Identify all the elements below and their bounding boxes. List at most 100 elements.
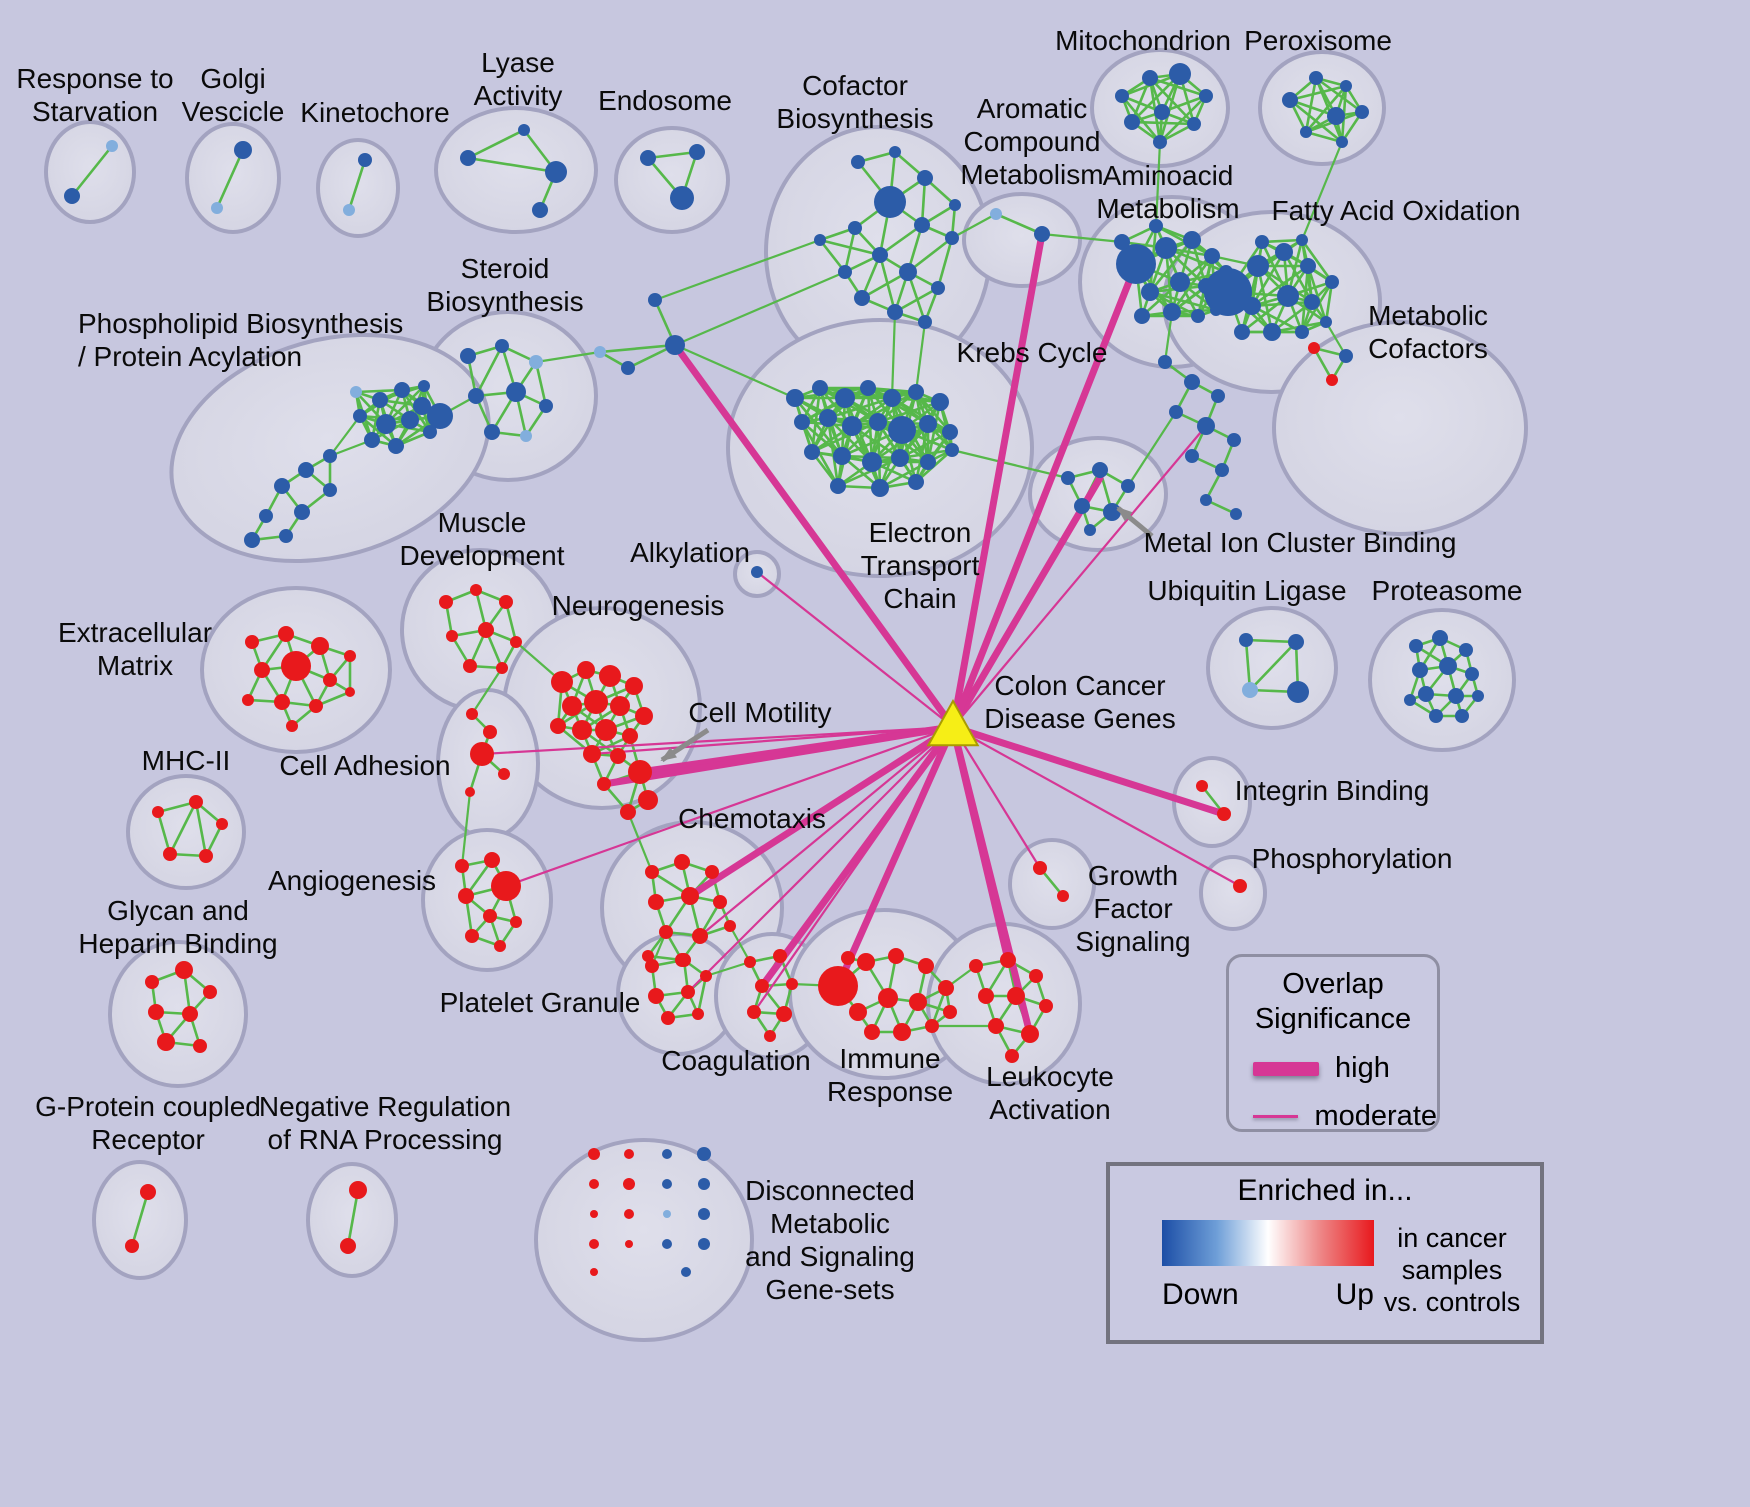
gene-set-edge bbox=[467, 128, 525, 160]
gene-set-node-aminoacid-metabolism bbox=[1149, 219, 1163, 233]
gene-set-node-disconnected-gene-sets bbox=[588, 1148, 600, 1160]
gene-set-node-extracellular-matrix bbox=[323, 673, 337, 687]
legend-enriched-body: Down Up in cancer samples vs. controls bbox=[1110, 1220, 1540, 1318]
gene-set-edge bbox=[837, 456, 901, 488]
gene-set-node-phospholipid-trail bbox=[298, 462, 314, 478]
gene-set-node-mitochondrion bbox=[1199, 89, 1213, 103]
cluster-ellipse-peroxisome bbox=[1258, 50, 1386, 166]
gene-set-edge bbox=[914, 423, 930, 483]
gene-set-node-peroxisome bbox=[1309, 71, 1323, 85]
label-metal-ion-cluster-binding: Metal Ion Cluster Binding bbox=[1144, 527, 1457, 558]
gene-set-node-fatty-acid-oxidation bbox=[1263, 323, 1281, 341]
label-line: Golgi bbox=[200, 63, 265, 94]
legend-overlap-title: Overlap Significance bbox=[1255, 967, 1411, 1037]
gene-set-edge bbox=[1289, 84, 1347, 102]
gene-set-node-gpcr bbox=[140, 1184, 156, 1200]
gene-set-node-cofactor-biosynthesis bbox=[949, 199, 961, 211]
gene-set-node-proteasome bbox=[1409, 639, 1423, 653]
gene-set-node-mitochondrion bbox=[1142, 70, 1158, 86]
gene-set-node-extracellular-matrix bbox=[286, 720, 298, 732]
gene-set-node-platelet-granule bbox=[661, 1011, 675, 1025]
label-chemotaxis: Chemotaxis bbox=[678, 803, 826, 834]
gene-set-node-steroid-biosynthesis bbox=[529, 355, 543, 369]
gene-set-edge bbox=[843, 227, 857, 273]
gene-set-edge bbox=[1249, 641, 1297, 691]
legend-enriched-scale-labels: Down Up bbox=[1162, 1278, 1374, 1312]
label-line: Muscle bbox=[438, 507, 527, 538]
intercluster-edge bbox=[654, 238, 821, 302]
gene-set-node-glycan-heparin-binding bbox=[148, 1004, 164, 1020]
label-neurogenesis: Neurogenesis bbox=[552, 590, 725, 621]
gene-set-node-golgi-vescicle bbox=[234, 141, 252, 159]
legend-overlap-high-label: high bbox=[1335, 1052, 1390, 1084]
layer-nodes bbox=[64, 63, 1484, 1277]
gene-set-edge bbox=[879, 223, 923, 257]
gene-set-edge bbox=[1256, 265, 1274, 333]
gene-set-node-extracellular-matrix bbox=[274, 694, 290, 710]
legend-down-label: Down bbox=[1162, 1278, 1239, 1311]
gene-set-node-neurogenesis bbox=[620, 804, 636, 820]
gene-set-node-steroid-chain bbox=[665, 335, 685, 355]
gene-set-node-extracellular-matrix bbox=[278, 626, 294, 642]
gene-set-node-aminoacid-metabolism bbox=[1155, 237, 1177, 259]
gene-set-node-peroxisome bbox=[1282, 92, 1298, 108]
gene-set-node-chemotaxis bbox=[659, 925, 673, 939]
label-line: Growth bbox=[1088, 860, 1178, 891]
moderate-significance-line-swatch bbox=[1253, 1115, 1299, 1118]
gene-set-node-mitochondrion bbox=[1153, 135, 1167, 149]
gene-set-node-krebs-electron-transport bbox=[835, 388, 855, 408]
gene-set-node-peroxisome bbox=[1327, 107, 1345, 125]
intercluster-edge bbox=[1300, 141, 1344, 241]
gene-set-node-angiogenesis bbox=[491, 871, 521, 901]
cluster-ellipse-proteasome bbox=[1368, 608, 1516, 752]
gene-set-node-cofactor-biosynthesis bbox=[848, 221, 862, 235]
gene-set-node-disconnected-gene-sets bbox=[663, 1210, 671, 1218]
gene-set-node-aminoacid-metabolism bbox=[1170, 272, 1190, 292]
gene-set-node-proteasome bbox=[1429, 709, 1443, 723]
legend-up-label: Up bbox=[1335, 1278, 1374, 1311]
gene-set-node-krebs-electron-transport bbox=[860, 380, 876, 396]
label-line: / Protein Acylation bbox=[78, 341, 302, 372]
gene-set-node-aminoacid-metabolism bbox=[1183, 231, 1201, 249]
gene-set-node-glycan-heparin-binding bbox=[182, 1006, 198, 1022]
gene-set-node-disconnected-gene-sets bbox=[698, 1238, 710, 1250]
gene-set-node-krebs-electron-transport bbox=[812, 380, 828, 396]
gene-set-node-response-to-starvation bbox=[106, 140, 118, 152]
gene-set-node-platelet-granule bbox=[700, 970, 712, 982]
overlap-edge-moderate bbox=[951, 424, 1208, 729]
gene-set-node-metal-ion-cluster-binding bbox=[1092, 462, 1108, 478]
legend-enriched-scale: Down Up bbox=[1162, 1220, 1374, 1318]
gene-set-edge bbox=[1304, 77, 1318, 133]
gene-set-node-extracellular-matrix bbox=[245, 635, 259, 649]
gene-set-node-krebs-electron-transport bbox=[942, 424, 958, 440]
label-line: Biosynthesis bbox=[426, 286, 583, 317]
gene-set-node-leukocyte-activation bbox=[988, 1018, 1004, 1034]
gene-set-node-disconnected-gene-sets bbox=[697, 1147, 711, 1161]
gene-set-node-chemotaxis bbox=[705, 865, 719, 879]
gene-set-node-proteasome bbox=[1418, 686, 1434, 702]
label-line: Transport bbox=[861, 550, 980, 581]
label-line: Glycan and bbox=[107, 895, 249, 926]
gene-set-node-steroid-biosynthesis bbox=[484, 424, 500, 440]
gene-set-node-cofactor-biosynthesis bbox=[814, 234, 826, 246]
label-krebs-cycle: Krebs Cycle bbox=[957, 337, 1108, 368]
gene-set-edge bbox=[877, 400, 941, 424]
gene-set-node-metabolic-cofactors bbox=[1339, 349, 1353, 363]
label-line: Gene-sets bbox=[765, 1274, 894, 1305]
cluster-ellipse-phosphorylation bbox=[1199, 855, 1267, 931]
gene-set-node-coagulation bbox=[773, 949, 787, 963]
gene-set-node-glycan-heparin-binding bbox=[203, 985, 217, 999]
gene-set-node-cell-adhesion bbox=[465, 787, 475, 797]
overlap-edge-moderate bbox=[698, 725, 955, 938]
gene-set-node-kinetochore bbox=[358, 153, 372, 167]
gene-set-node-mhc-ii bbox=[199, 849, 213, 863]
gene-set-node-steroid-biosynthesis bbox=[468, 388, 484, 404]
label-line: Coagulation bbox=[661, 1045, 810, 1076]
overlap-edge-moderate bbox=[951, 725, 1242, 888]
gene-set-edge bbox=[1314, 77, 1344, 143]
gene-set-edge bbox=[346, 1189, 360, 1247]
overlap-edge-high bbox=[949, 723, 1034, 1038]
